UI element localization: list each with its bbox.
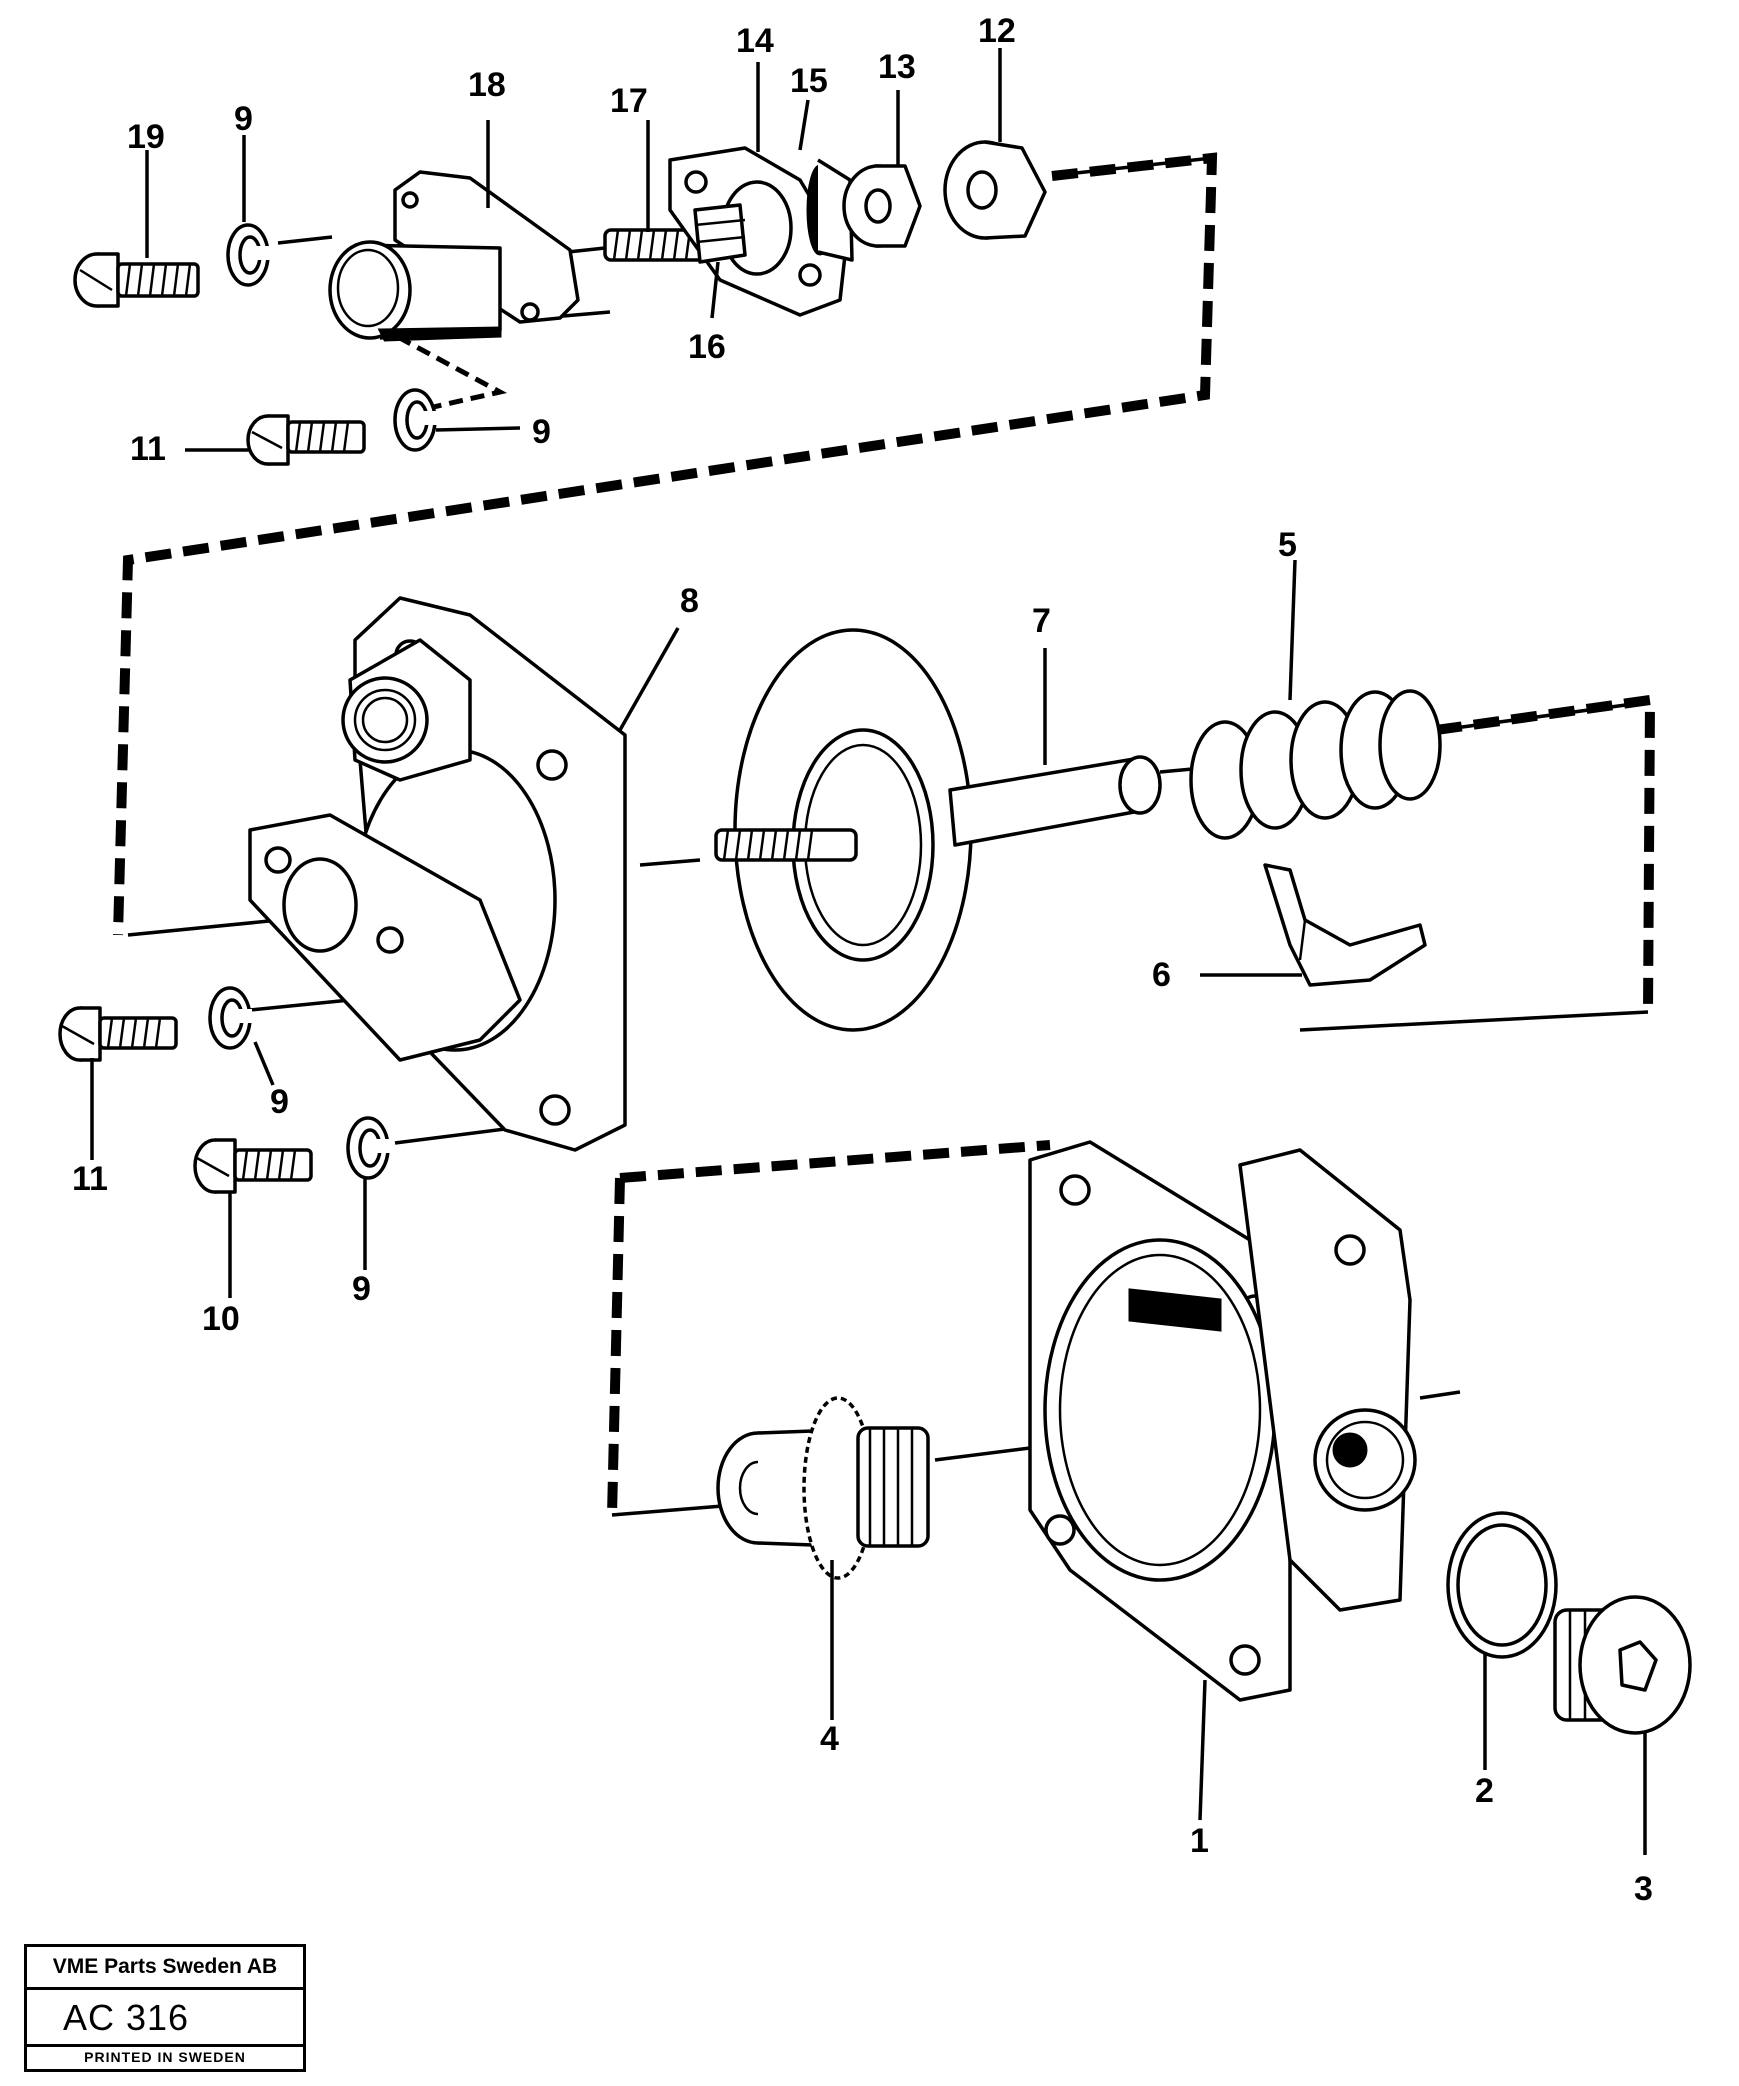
part-8-housing xyxy=(248,596,627,1152)
callout-12: 12 xyxy=(978,12,1016,50)
callout-19: 19 xyxy=(127,118,165,156)
part-18-cylinder-housing xyxy=(328,170,580,342)
callout-labels: 19 9 18 17 14 15 13 12 16 11 9 8 7 5 6 9… xyxy=(72,12,1653,1908)
callout-1: 1 xyxy=(1190,1822,1209,1860)
callout-3: 3 xyxy=(1634,1870,1653,1908)
part-9-washer-top xyxy=(226,223,270,287)
part-11-screw-top xyxy=(246,414,366,466)
callout-14: 14 xyxy=(736,22,774,60)
callout-9-low: 9 xyxy=(352,1270,371,1308)
part-13-nut xyxy=(842,164,922,248)
title-block-company: VME Parts Sweden AB xyxy=(27,1947,303,1990)
part-19-screw xyxy=(73,252,200,308)
callout-7: 7 xyxy=(1032,602,1051,640)
part-9-washer-low xyxy=(346,1116,390,1180)
callout-11-top: 11 xyxy=(130,430,166,468)
callout-9-left: 9 xyxy=(270,1083,289,1121)
part-11-screw-left xyxy=(58,1006,178,1062)
part-3-plug xyxy=(1553,1595,1692,1735)
part-6-clip xyxy=(1263,863,1427,987)
part-10-screw xyxy=(193,1138,313,1194)
callout-18: 18 xyxy=(468,66,506,104)
callout-9-mid: 9 xyxy=(532,413,551,451)
callout-6: 6 xyxy=(1152,956,1171,994)
part-4-fitting xyxy=(716,1396,930,1580)
title-block-code: AC 316 xyxy=(63,1997,190,2038)
callout-9-top: 9 xyxy=(234,100,253,138)
callout-4: 4 xyxy=(820,1720,839,1758)
callout-5: 5 xyxy=(1278,526,1297,564)
callout-10: 10 xyxy=(202,1300,240,1338)
title-block-printed: PRINTED IN SWEDEN xyxy=(27,2044,303,2069)
part-16-hex-nut xyxy=(693,203,747,264)
part-9-washer-mid xyxy=(393,388,437,452)
callout-16: 16 xyxy=(688,328,726,366)
leader-lines xyxy=(90,48,1647,1855)
callout-17: 17 xyxy=(610,82,648,120)
title-block: VME Parts Sweden AB AC 316 PRINTED IN SW… xyxy=(24,1944,306,2072)
part-1-body xyxy=(1028,1140,1417,1702)
callout-2: 2 xyxy=(1475,1772,1494,1810)
part-2-o-ring xyxy=(1446,1511,1558,1659)
part-9-washer-left xyxy=(208,986,252,1050)
assembly-guide-lines xyxy=(113,152,1656,1516)
part-14-flange xyxy=(668,146,854,317)
part-12-flange-nut xyxy=(943,140,1047,240)
callout-15: 15 xyxy=(790,62,828,100)
callout-11-left: 11 xyxy=(72,1160,108,1198)
callout-13: 13 xyxy=(878,48,916,86)
callout-8: 8 xyxy=(680,582,699,620)
part-7-diaphragm xyxy=(714,628,1162,1032)
part-5-spring xyxy=(1189,689,1442,840)
